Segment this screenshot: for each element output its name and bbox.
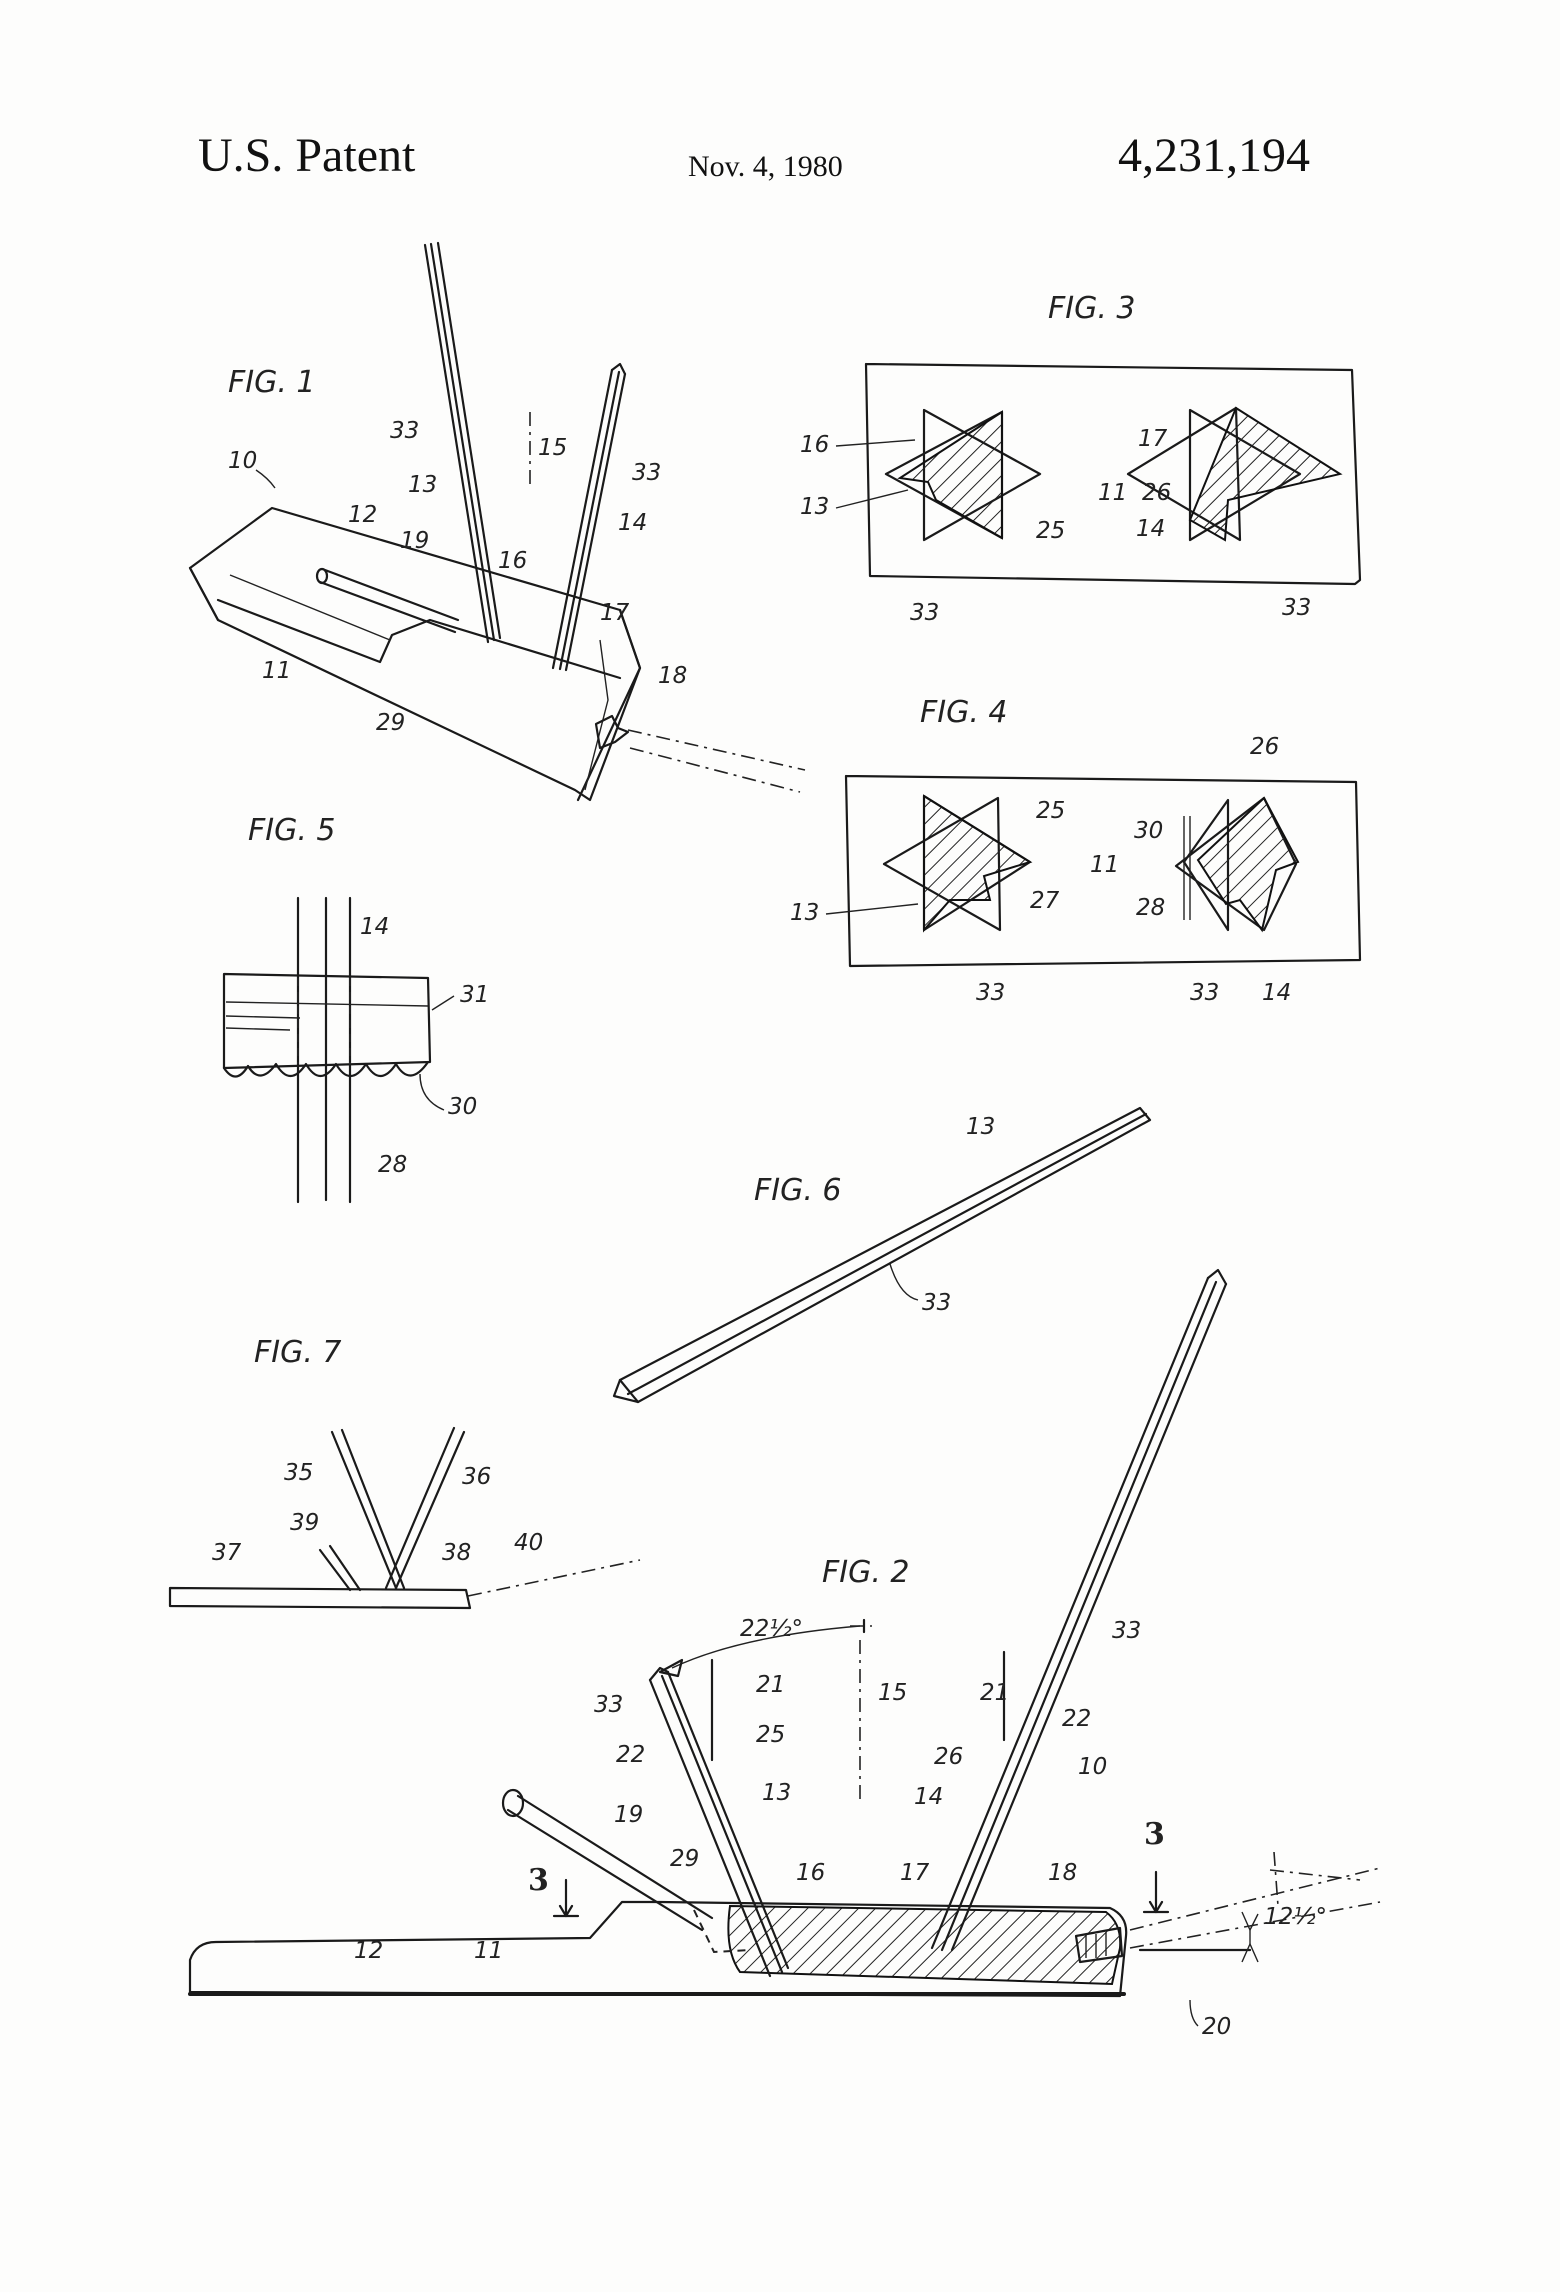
fig2-ref-21b: 21 [980, 1680, 1009, 1706]
fig2-ref-12: 12 [354, 1938, 383, 1964]
fig2-section-3-right: 3 [1144, 1817, 1165, 1852]
figure-7: FIG. 7 35 36 39 37 38 40 [168, 1335, 641, 1610]
fig2-ref-25: 25 [756, 1722, 785, 1748]
figure-6: FIG. 6 13 33 [612, 1106, 1152, 1404]
fig1-ref-33a: 33 [390, 418, 419, 444]
fig1-ref-13: 13 [408, 472, 437, 498]
figure-5: FIG. 5 14 31 30 28 [222, 813, 489, 1204]
fig7-ref-39: 39 [290, 1510, 319, 1536]
fig1-ref-18: 18 [658, 663, 687, 689]
figure-1-title: FIG. 1 [228, 365, 316, 400]
fig2-ref-16: 16 [796, 1860, 825, 1886]
fig1-ref-14: 14 [618, 510, 647, 536]
patent-number: 4,231,194 [1118, 129, 1310, 182]
fig3-ref-11: 11 [1098, 480, 1127, 506]
figure-4-title: FIG. 4 [920, 695, 1008, 730]
fig3-ref-17: 17 [1138, 426, 1168, 452]
fig2-ref-15: 15 [878, 1680, 907, 1706]
fig2-ref-26: 26 [934, 1744, 963, 1770]
fig1-ref-15: 15 [538, 435, 567, 461]
figure-4: FIG. 4 25 13 27 33 26 30 11 28 33 14 [790, 695, 1362, 1006]
fig1-ref-16: 16 [498, 548, 527, 574]
fig7-ref-38: 38 [442, 1540, 471, 1566]
figure-3: FIG. 3 16 13 25 33 17 11 26 14 33 [800, 291, 1362, 626]
fig3-ref-25: 25 [1036, 518, 1065, 544]
fig1-ref-11: 11 [262, 658, 291, 684]
fig2-ref-29: 29 [670, 1846, 699, 1872]
fig6-ref-33: 33 [922, 1290, 951, 1316]
fig2-angle-12-5: 12½° [1264, 1904, 1327, 1930]
fig1-ref-12: 12 [348, 502, 377, 528]
fig2-ref-14: 14 [914, 1784, 943, 1810]
fig6-ref-13: 13 [966, 1114, 995, 1140]
fig2-ref-18: 18 [1048, 1860, 1077, 1886]
fig4-ref-27: 27 [1030, 888, 1060, 914]
fig2-ref-21a: 21 [756, 1672, 785, 1698]
fig3-ref-13: 13 [800, 494, 829, 520]
fig1-ref-29: 29 [376, 710, 405, 736]
fig2-ref-11: 11 [474, 1938, 503, 1964]
figure-7-title: FIG. 7 [254, 1335, 342, 1370]
fig2-ref-10: 10 [1078, 1754, 1107, 1780]
fig2-ref-22b: 22 [1062, 1706, 1091, 1732]
fig4-ref-26: 26 [1250, 734, 1279, 760]
fig4-ref-13: 13 [790, 900, 819, 926]
fig5-ref-31: 31 [460, 982, 489, 1008]
fig4-ref-33b: 33 [1190, 980, 1219, 1006]
fig7-ref-37: 37 [212, 1540, 242, 1566]
fig2-angle-22-5: 22½° [740, 1616, 803, 1642]
fig2-ref-13: 13 [762, 1780, 791, 1806]
fig7-ref-36: 36 [462, 1464, 491, 1490]
fig7-ref-40: 40 [514, 1530, 543, 1556]
fig3-ref-26: 26 [1142, 480, 1171, 506]
fig4-ref-25: 25 [1036, 798, 1065, 824]
fig7-ref-35: 35 [284, 1460, 313, 1486]
fig5-ref-14: 14 [360, 914, 389, 940]
figure-6-title: FIG. 6 [754, 1173, 842, 1208]
fig1-ref-33b: 33 [632, 460, 661, 486]
fig4-ref-33a: 33 [976, 980, 1005, 1006]
fig3-ref-16: 16 [800, 432, 829, 458]
fig3-ref-33a: 33 [910, 600, 939, 626]
fig4-ref-30: 30 [1134, 818, 1163, 844]
fig5-ref-28: 28 [378, 1152, 407, 1178]
fig2-ref-17: 17 [900, 1860, 930, 1886]
patent-date: Nov. 4, 1980 [688, 150, 843, 183]
fig5-ref-30: 30 [448, 1094, 477, 1120]
patent-header-label: U.S. Patent [198, 129, 416, 182]
fig2-ref-19: 19 [614, 1802, 643, 1828]
fig4-ref-28: 28 [1136, 895, 1165, 921]
fig3-ref-14: 14 [1136, 516, 1165, 542]
fig3-ref-33b: 33 [1282, 595, 1311, 621]
fig1-ref-17: 17 [600, 600, 630, 626]
fig1-ref-10: 10 [228, 448, 257, 474]
fig2-ref-33a: 33 [594, 1692, 623, 1718]
figure-2: FIG. 2 [188, 1268, 1381, 2040]
fig2-ref-33b: 33 [1112, 1618, 1141, 1644]
figure-3-title: FIG. 3 [1048, 291, 1136, 326]
fig2-section-3-left: 3 [528, 1863, 549, 1898]
figure-2-title: FIG. 2 [822, 1555, 910, 1590]
fig2-ref-22a: 22 [616, 1742, 645, 1768]
fig1-ref-19: 19 [400, 528, 429, 554]
fig4-ref-14: 14 [1262, 980, 1291, 1006]
figure-5-title: FIG. 5 [248, 813, 336, 848]
fig4-ref-11: 11 [1090, 852, 1119, 878]
fig2-ref-20: 20 [1202, 2014, 1231, 2040]
figure-1: FIG. 1 10 12 19 33 [188, 241, 806, 802]
